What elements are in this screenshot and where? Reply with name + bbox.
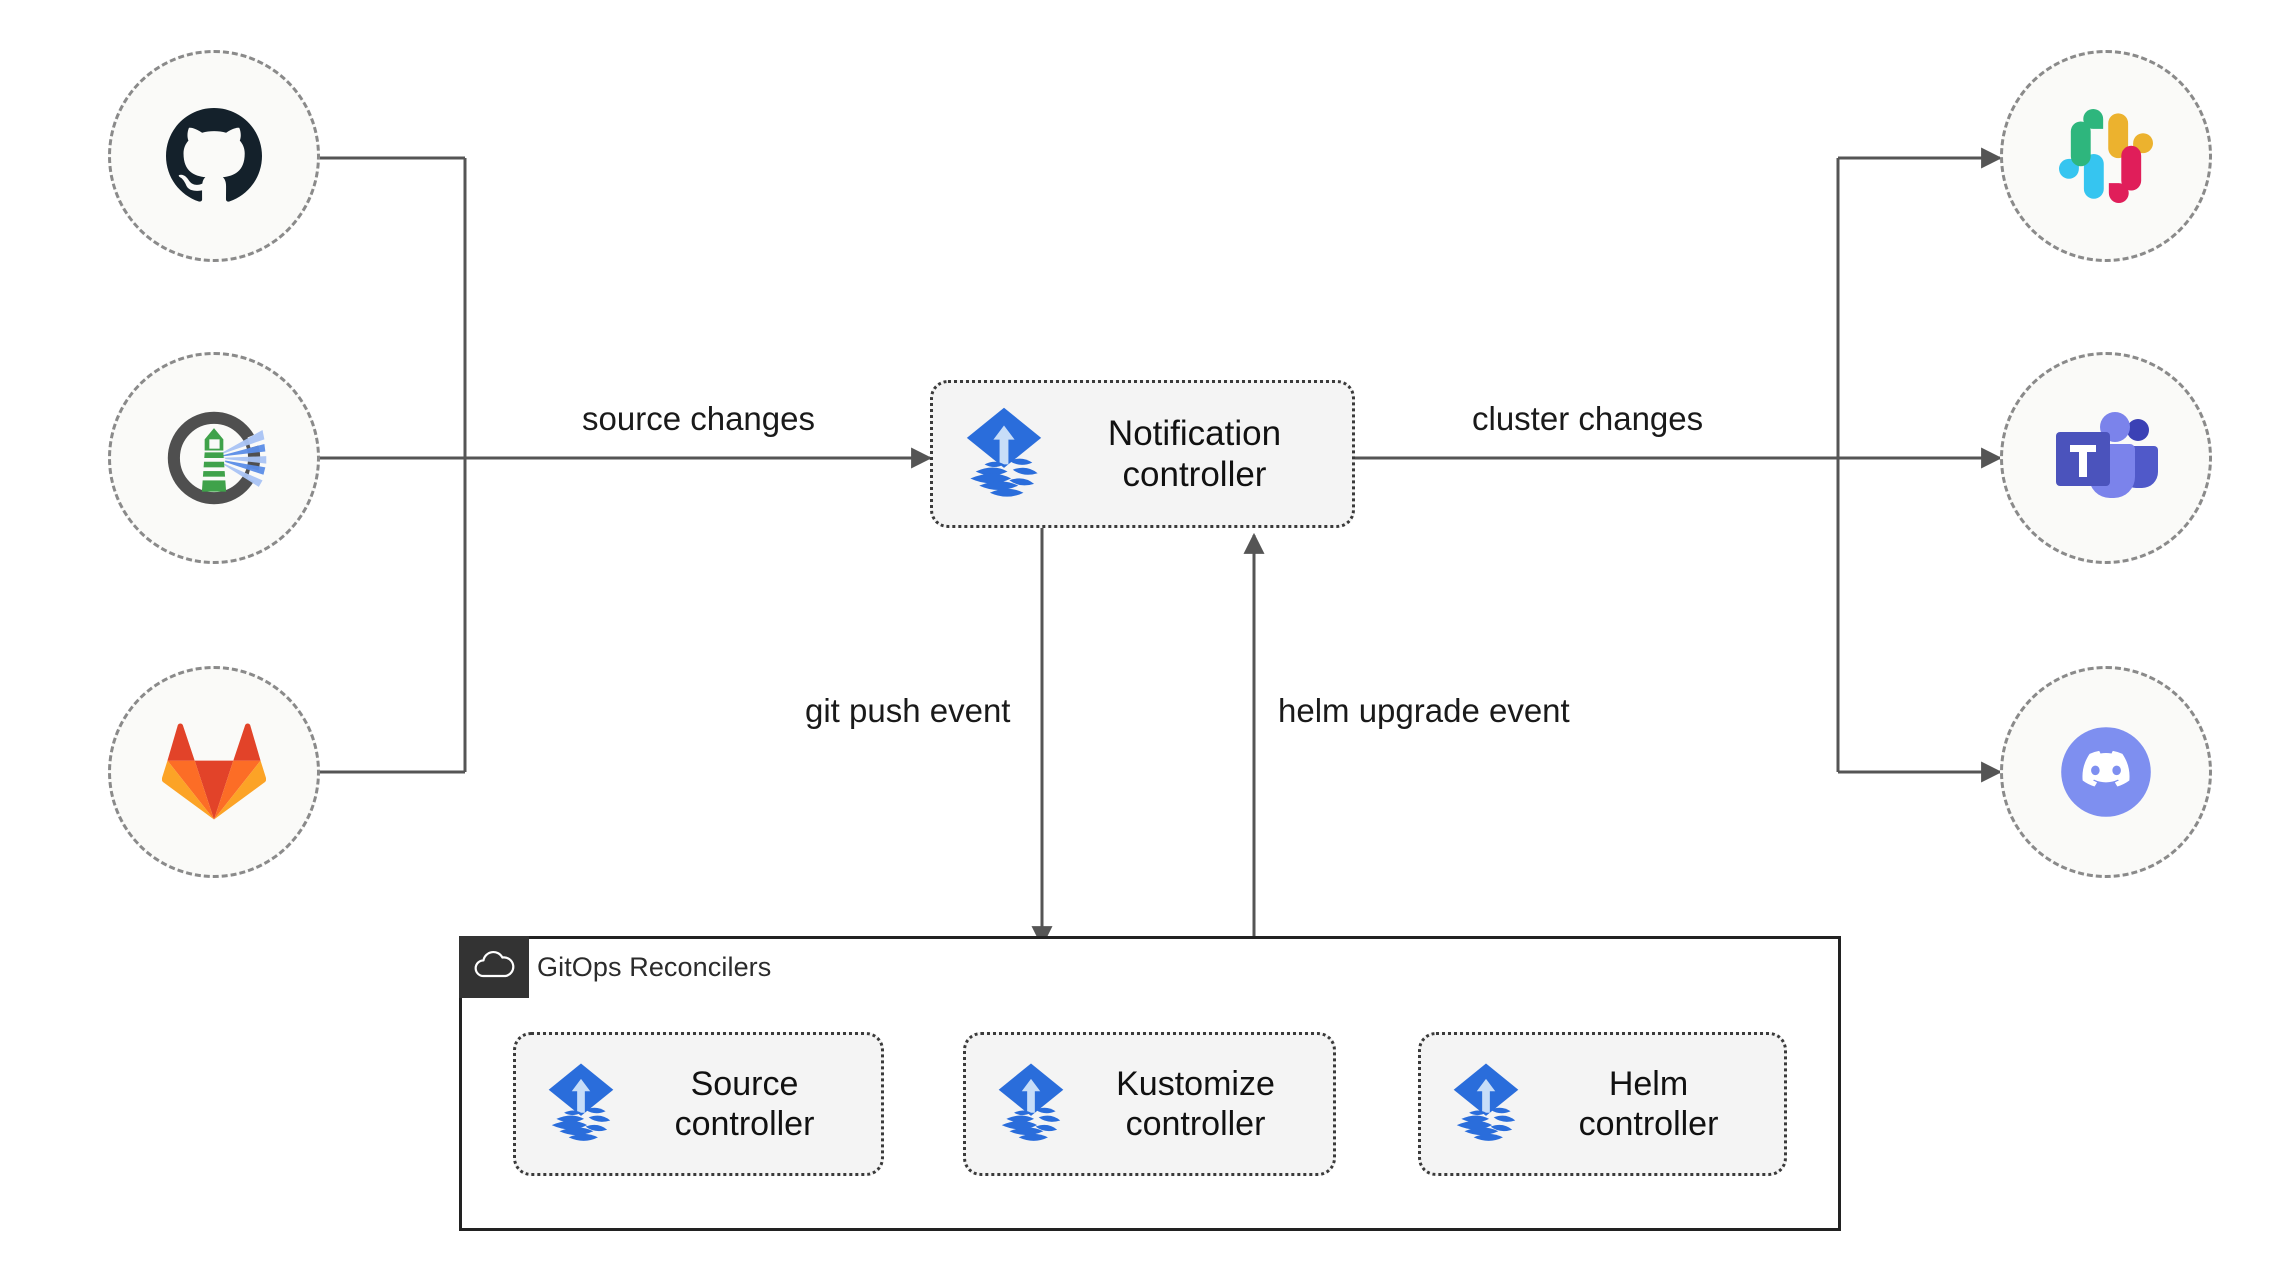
edge-label-cluster-changes: cluster changes — [1462, 400, 1714, 438]
flux-icon — [542, 1062, 620, 1147]
notification-controller-box[interactable]: Notification controller — [930, 380, 1355, 528]
edge-cluster-changes — [1355, 147, 2003, 783]
helm-controller-label: Helm controller — [1578, 1064, 1719, 1143]
slack-icon — [2059, 109, 2153, 203]
helm-controller-box[interactable]: Helm controller — [1418, 1032, 1787, 1176]
flux-icon — [992, 1062, 1070, 1147]
target-node-teams[interactable] — [2000, 352, 2212, 564]
notification-controller-label: Notification controller — [1107, 413, 1282, 494]
target-node-discord[interactable] — [2000, 666, 2212, 878]
edge-label-helm-upgrade-event: helm upgrade event — [1268, 692, 1580, 730]
microsoft-teams-icon — [2054, 410, 2158, 506]
discord-icon — [2050, 716, 2162, 828]
gitops-group-tab — [459, 936, 529, 998]
target-node-slack[interactable] — [2000, 50, 2212, 262]
github-icon — [166, 108, 262, 204]
source-node-gitlab[interactable] — [108, 666, 320, 878]
source-node-lighthouse[interactable] — [108, 352, 320, 564]
flux-icon — [1447, 1062, 1525, 1147]
kustomize-controller-label: Kustomize controller — [1116, 1064, 1275, 1143]
lighthouse-icon — [158, 402, 270, 514]
kustomize-controller-box[interactable]: Kustomize controller — [963, 1032, 1336, 1176]
source-controller-box[interactable]: Source controller — [513, 1032, 884, 1176]
gitlab-icon — [162, 722, 266, 822]
flux-icon — [959, 406, 1049, 503]
cloud-icon — [472, 950, 516, 985]
edge-label-source-changes: source changes — [572, 400, 825, 438]
edge-label-git-push-event: git push event — [795, 692, 1021, 730]
gitops-group-title: GitOps Reconcilers — [537, 952, 772, 982]
source-controller-label: Source controller — [674, 1064, 815, 1143]
source-node-github[interactable] — [108, 50, 320, 262]
